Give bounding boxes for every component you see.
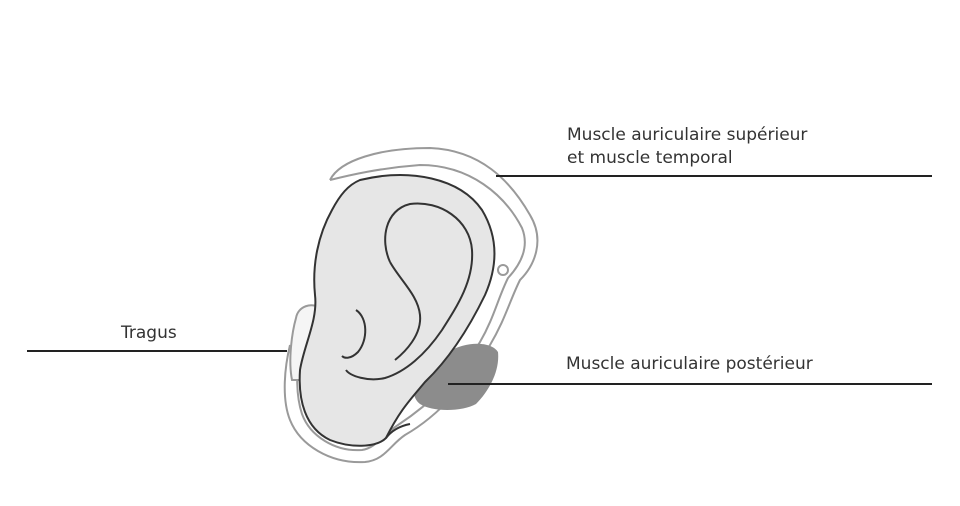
headband-inner-outline bbox=[296, 163, 526, 452]
ear-concha-curve bbox=[341, 309, 367, 359]
label-superior-muscle: Muscle auriculaire supérieur et muscle t… bbox=[567, 124, 807, 170]
ear-lobe-fold bbox=[385, 423, 411, 439]
ear-antihelix-curve bbox=[389, 261, 422, 361]
band-pivot-dot bbox=[497, 264, 509, 276]
posterior-muscle-shape bbox=[414, 343, 499, 410]
headband-outline bbox=[283, 146, 539, 464]
label-superior-line2: et muscle temporal bbox=[567, 148, 733, 168]
label-tragus: Tragus bbox=[121, 323, 177, 343]
ear-helix-fold bbox=[345, 202, 474, 381]
ear-outer-shape bbox=[298, 174, 496, 447]
label-posterior-muscle: Muscle auriculaire postérieur bbox=[566, 354, 813, 374]
label-superior-line1: Muscle auriculaire supérieur bbox=[567, 125, 808, 145]
